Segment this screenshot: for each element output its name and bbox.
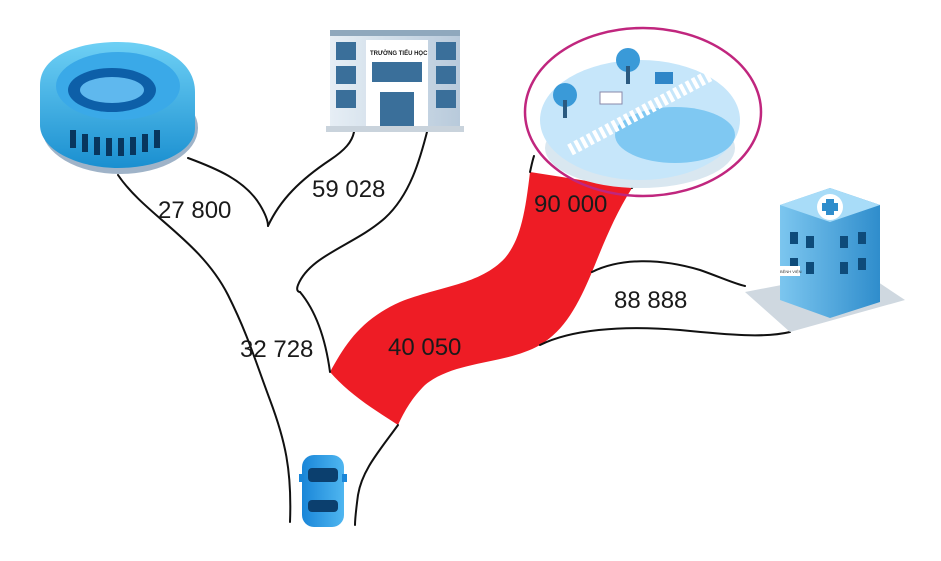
hospital: BỆNH VIỆN: [745, 188, 905, 332]
distance-label-stadium: 27 800: [158, 197, 231, 224]
distance-label-school: 59 028: [312, 176, 385, 203]
stadium: [40, 42, 198, 174]
highlighted-road: [330, 172, 632, 425]
park: [540, 48, 740, 188]
distance-label-fork-car: 32 728: [240, 336, 313, 363]
car: [299, 455, 347, 527]
hospital-sign: BỆNH VIỆN: [780, 269, 802, 274]
distance-label-hospital: 88 888: [614, 287, 687, 314]
school: TRƯỜNG TIỂU HỌC: [326, 30, 464, 132]
school-sign: TRƯỜNG TIỂU HỌC: [370, 49, 428, 57]
distance-label-car-park: 40 050: [388, 334, 461, 361]
road-lines: [117, 127, 791, 526]
distance-label-park: 90 000: [534, 191, 607, 218]
park-highlight-circle: [523, 26, 763, 198]
